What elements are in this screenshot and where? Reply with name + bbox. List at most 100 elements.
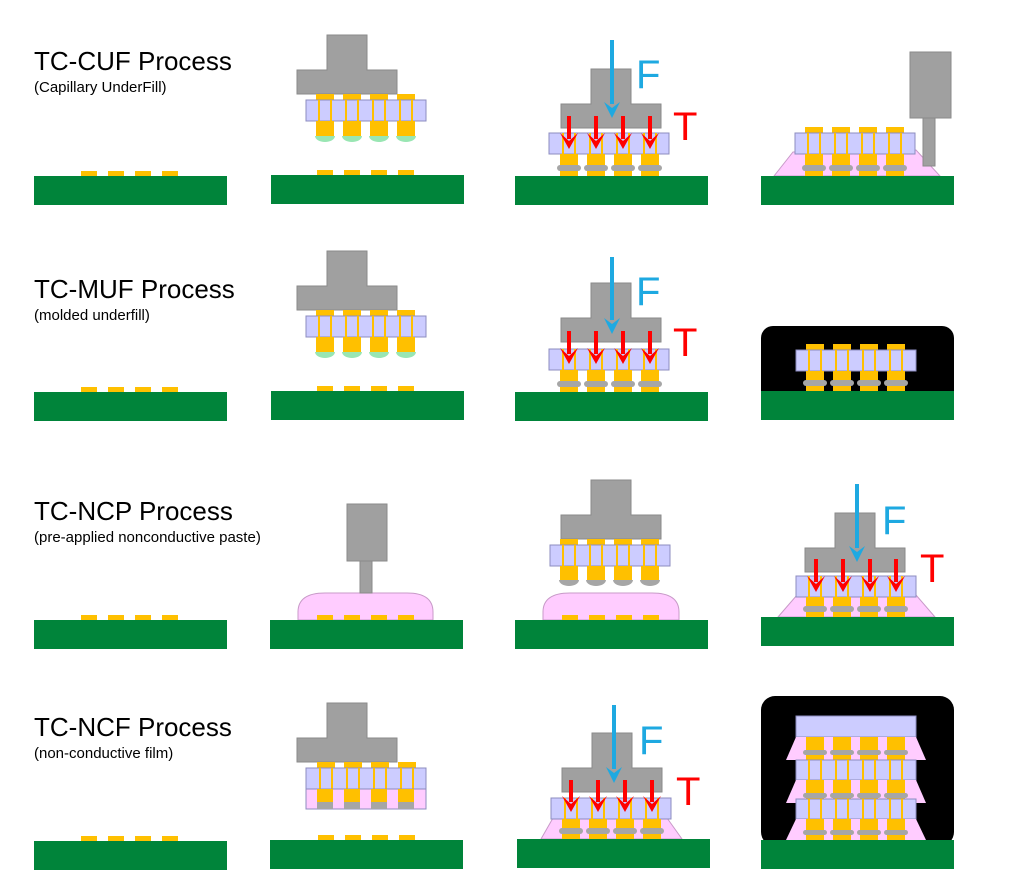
substrate-pad (562, 615, 578, 620)
substrate-pad (81, 171, 97, 176)
tsv (399, 100, 401, 121)
die-top-bump (398, 762, 416, 769)
tsv (574, 133, 576, 154)
bonded-joints (802, 154, 907, 176)
force-arrow-head (604, 102, 620, 118)
die-body (795, 349, 917, 372)
dispenser-needle (922, 117, 936, 167)
film-solder (344, 802, 360, 809)
process-subtitle-muf: (molded underfill) (34, 307, 150, 324)
stack-solder (830, 793, 854, 798)
solder-cap (342, 136, 362, 142)
bond-head (296, 34, 398, 95)
tsv (874, 760, 876, 780)
tsv (385, 768, 387, 789)
stack-pillar (833, 737, 851, 760)
film-pillar (371, 789, 387, 802)
heat-arrow-head (641, 348, 659, 364)
die-top-bump (886, 127, 904, 134)
solder-cap (613, 580, 633, 586)
substrate (271, 170, 464, 204)
solder-joint (803, 380, 827, 386)
step-2 (270, 503, 463, 649)
die (794, 127, 916, 155)
substrate-board (515, 392, 708, 421)
die-top-bump (560, 539, 578, 546)
tsv (655, 349, 657, 370)
tsv (562, 133, 564, 154)
film-solder (398, 802, 414, 809)
tsv (603, 798, 605, 819)
step-3: FT (515, 257, 708, 421)
tsv (411, 316, 413, 337)
substrate (271, 386, 464, 420)
solder-cap (369, 136, 389, 142)
die-body (548, 132, 670, 155)
copper-pillar (370, 121, 388, 136)
die-top-bump (370, 94, 388, 101)
die-body (305, 99, 427, 122)
substrate-pad (398, 615, 414, 620)
die-top-bump (859, 127, 877, 134)
heat-arrow-shaft (841, 559, 845, 582)
temperature-indicator: T (562, 770, 700, 814)
heat-arrow-shaft (569, 780, 573, 802)
solder-joint (611, 165, 635, 171)
row-cuf: FT (34, 34, 954, 205)
heat-arrow-head (861, 576, 879, 592)
tsv (318, 316, 320, 337)
die-top-bump (587, 539, 605, 546)
tsv (835, 760, 837, 780)
underfill-dispenser (909, 51, 952, 167)
step-1 (34, 387, 227, 421)
bond-head-tool (296, 34, 398, 95)
heat-arrow-shaft (894, 559, 898, 582)
step-4 (761, 326, 954, 420)
die-body (305, 315, 427, 338)
top-die (795, 715, 917, 738)
force-indicator: F (604, 40, 660, 118)
substrate-pad (162, 171, 178, 176)
substrate-board (271, 391, 464, 420)
heat-arrow-shaft (623, 780, 627, 802)
die (548, 132, 670, 155)
bonded-joints (557, 154, 662, 176)
substrate-pad (318, 835, 334, 840)
die-top-bump (316, 94, 334, 101)
micro-bumps (559, 566, 660, 586)
substrate-pad (81, 615, 97, 620)
film-pillar (344, 789, 360, 802)
heat-arrow-shaft (594, 331, 598, 354)
heat-arrow-shaft (868, 559, 872, 582)
force-label: F (639, 719, 663, 763)
tsv (384, 316, 386, 337)
paste-dispenser (346, 503, 388, 594)
tsv (835, 576, 837, 597)
force-label: F (636, 53, 660, 97)
bond-head-tool (560, 479, 662, 540)
stack-pillar (860, 819, 878, 840)
force-arrow-head (604, 318, 620, 334)
nonconductive-paste (542, 592, 680, 621)
substrate-board (270, 840, 463, 869)
copper-pillar (641, 566, 659, 580)
solder-joint (611, 381, 635, 387)
row-ncp: FT (34, 479, 954, 649)
solder-cap (396, 352, 416, 358)
step-4 (761, 51, 954, 205)
substrate (515, 392, 708, 421)
tsv (628, 545, 630, 566)
die-top-bump (344, 762, 362, 769)
tsv (564, 798, 566, 819)
stack-solder (803, 830, 827, 835)
die-top-bump (317, 762, 335, 769)
substrate-pad (371, 386, 387, 391)
tsv (346, 768, 348, 789)
heat-arrow-shaft (648, 331, 652, 354)
tsv (807, 133, 809, 154)
tsv (562, 349, 564, 370)
solder-joint (640, 828, 664, 834)
substrate-pad (81, 387, 97, 392)
tsv (655, 133, 657, 154)
tsv (412, 768, 414, 789)
